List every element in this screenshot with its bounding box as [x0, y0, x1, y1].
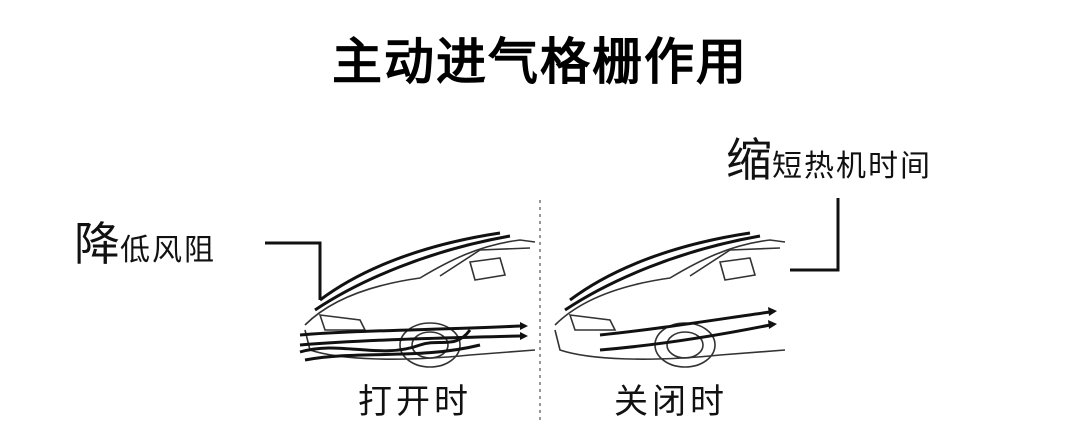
caption-open: 打开时: [358, 382, 472, 422]
caption-closed: 关闭时: [614, 382, 728, 422]
shorten-warmup-label: 缩短热机时间: [726, 124, 932, 190]
diagram-title: 主动进气格栅作用: [332, 33, 748, 91]
reduce-drag-label-first: 降: [74, 217, 120, 271]
shorten-warmup-label-first: 缩: [726, 133, 772, 187]
airflow-open-arrowheads: [520, 322, 528, 340]
reduce-drag-label-rest: 低风阻: [120, 233, 216, 268]
reduce-drag-label: 降低风阻: [74, 208, 216, 274]
right-leader-line: [790, 198, 840, 272]
shorten-warmup-label-rest: 短热机时间: [772, 149, 932, 184]
airflow-closed: [564, 231, 771, 352]
airflow-closed-arrowheads: [768, 307, 777, 329]
left-leader-line: [265, 241, 322, 300]
car-closed-grille: [554, 239, 786, 368]
airflow-open: [299, 231, 521, 362]
